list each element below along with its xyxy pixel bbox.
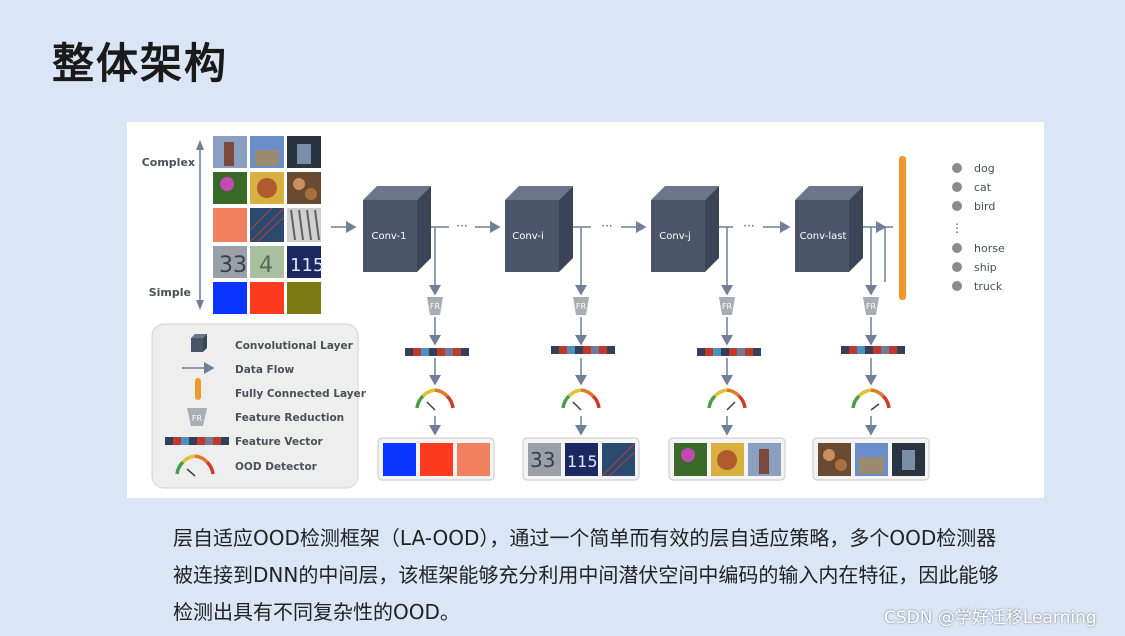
legend: Convolutional Layer Data Flow Fully Conn… [151,323,367,489]
fr-label: FR [866,302,877,311]
conv-block-1: Conv-1 [363,186,431,272]
legend-label: OOD Detector [235,461,318,473]
architecture-diagram: Complex Simple 33 4 115 [127,122,1044,498]
feature-vector-icon [165,437,229,445]
ood-detector-gauge-icon [175,454,215,477]
svg-text:115: 115 [567,452,598,471]
conv-block-last: Conv-last [795,186,863,272]
legend-label: Feature Reduction [235,412,344,424]
feature-vector [841,346,905,354]
layer-label: Conv-last [800,231,847,242]
ellipsis-3: ··· [743,219,754,233]
class-label: ship [974,261,997,274]
thumbnail-image [213,208,247,242]
svg-text:4: 4 [259,253,273,278]
thumbnail-image [287,172,321,204]
ood-detector-gauge [415,388,455,411]
output-classes: dog cat bird ⋮ horse ship truck [951,162,1005,293]
thumbnail-image [213,246,247,278]
svg-text:33: 33 [219,253,247,278]
conv-block-i: Conv-i [505,186,573,272]
fully-connected-layer-icon [195,378,201,400]
class-label: truck [974,280,1003,293]
legend-label: Data Flow [235,364,295,376]
axis-label-simple: Simple [149,286,191,299]
layer-label: Conv-j [659,231,690,242]
ood-detector-gauge [561,388,601,411]
thumbnail-image [287,282,321,314]
conv-block-j: Conv-j [651,186,719,272]
convolutional-layer-icon [191,334,207,352]
class-label: cat [974,181,992,194]
thumbnail-image [250,246,284,278]
ellipsis-2: ··· [601,219,612,233]
layer-label: Conv-1 [371,231,406,242]
fully-connected-layer [899,156,906,300]
class-vdots: ⋮ [951,221,963,235]
feature-vector [551,346,615,354]
fr-label: FR [430,302,441,311]
class-label: bird [974,200,995,213]
complexity-axis: Complex Simple [142,140,204,310]
ood-detector-gauge [851,388,891,411]
layer-label: Conv-i [512,231,543,242]
input-image-grid: 33 4 115 [213,136,324,314]
svg-text:115: 115 [290,255,324,276]
feature-reduction-icon: FR [187,408,207,426]
class-label: horse [974,242,1005,255]
class-label: dog [974,162,995,175]
caption-text: 层自适应OOD检测框架（LA-OOD），通过一个简单而有效的层自适应策略，多个O… [173,526,999,624]
thumbnail-image [250,282,284,314]
fr-label: FR [722,302,733,311]
branch-last: FR [812,227,930,481]
thumbnail-image [287,246,321,278]
thumbnail-image [213,282,247,314]
fr-label: FR [576,302,587,311]
slide-title: 整体架构 [52,39,229,88]
svg-text:FR: FR [192,414,203,423]
feature-vector [405,348,469,356]
legend-label: Convolutional Layer [235,340,354,352]
legend-label: Feature Vector [235,436,324,448]
ellipsis-1: ··· [456,219,467,233]
svg-text:33: 33 [530,448,555,472]
branch-i: FR 33 115 [522,227,640,481]
legend-label: Fully Connected Layer [235,388,367,400]
axis-label-complex: Complex [142,156,195,169]
branch-1: FR [377,227,495,481]
branch-j: FR [668,227,786,481]
ood-detector-gauge [707,388,747,411]
watermark: CSDN @学好迁移Learning [884,608,1097,628]
feature-vector [697,348,761,356]
